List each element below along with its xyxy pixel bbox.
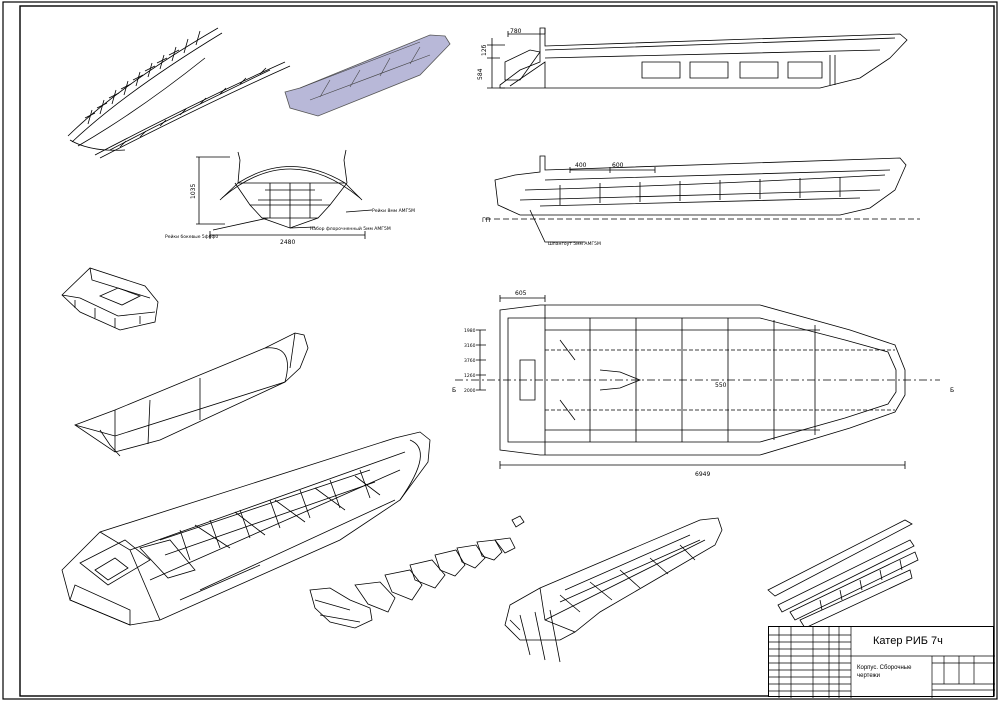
dim-side2-b: 600 xyxy=(612,162,624,169)
dim-section-height: 1035 xyxy=(190,184,197,199)
dim-plan-top: 605 xyxy=(515,290,527,297)
label-section-right: Рейки 8мм АМГ5М xyxy=(372,207,415,214)
inner-frame xyxy=(19,5,995,697)
label-section-center: Набор флорочненный 5мм АМГ5М xyxy=(310,225,391,232)
dim-side-height-a: 12б xyxy=(481,44,488,56)
dim-plan-left-4: 1260 xyxy=(464,373,476,379)
title-block: Катер РИБ 7ч Корпус. Сборочные чертежи xyxy=(768,626,995,698)
label-waterline: ГП xyxy=(482,217,490,224)
title-block-grid xyxy=(769,627,995,698)
stringer-part xyxy=(94,61,291,159)
dim-side2-a: 400 xyxy=(575,162,587,169)
axis-label-right: Б xyxy=(950,387,954,394)
dim-plan-left-3: 3760 xyxy=(464,358,476,364)
side-elevation-top xyxy=(487,27,908,89)
drawing-subtitle-1: Корпус. Сборочные xyxy=(857,665,912,671)
keel-rib-assembly xyxy=(67,27,223,151)
axis-label-left: Б xyxy=(452,387,456,394)
dim-plan-center: 550 xyxy=(715,382,727,389)
dim-plan-length: 6949 xyxy=(695,471,710,478)
isometric-hull-frame xyxy=(61,431,431,626)
drawing-title: Катер РИБ 7ч xyxy=(873,635,943,647)
hull-cross-section xyxy=(196,149,373,239)
hull-assembly-small xyxy=(504,517,723,663)
shaded-hull-part xyxy=(284,34,451,117)
dim-plan-left-2: 3160 xyxy=(464,343,476,349)
drawing-subtitle-2: чертежи xyxy=(857,673,880,679)
label-side2: Шпангоут 5мм АМГ5М xyxy=(548,241,601,247)
dim-side-height-b: 584 xyxy=(477,68,484,80)
hull-plan-view xyxy=(455,295,940,469)
seat-module xyxy=(61,267,159,331)
exploded-frames xyxy=(309,515,525,629)
stringer-bundle xyxy=(767,519,919,629)
dim-plan-left-5: 2000 xyxy=(464,388,476,394)
side-elevation-bottom xyxy=(485,155,920,243)
dim-side-width: 780 xyxy=(510,28,522,35)
dim-section-width: 2480 xyxy=(280,239,295,246)
hull-shell xyxy=(74,332,309,457)
dim-plan-left-1: 1980 xyxy=(464,328,476,334)
label-section-left: Рейки бокевые 5ф0ф0 xyxy=(165,233,218,240)
